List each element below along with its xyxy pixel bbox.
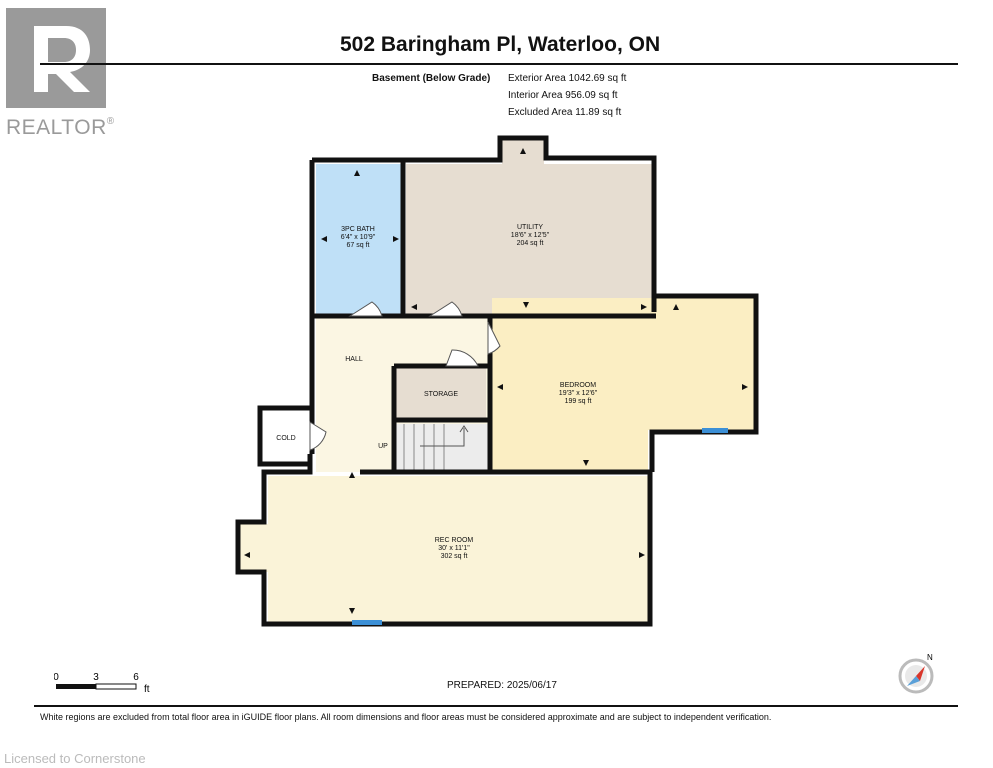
dimension-arrows — [244, 148, 748, 614]
realtor-logo: REALTOR® — [6, 8, 116, 139]
storage-name: STORAGE — [424, 391, 458, 398]
bedroom-area: 199 sq ft — [565, 398, 592, 405]
scale-tick-3: 3 — [93, 672, 99, 683]
stair-treads — [403, 424, 445, 470]
bedroom-dims: 19'3" x 12'6" — [559, 390, 598, 397]
bath-door — [348, 301, 383, 317]
page-title: 502 Baringham Pl, Waterloo, ON — [340, 33, 661, 56]
stairs-label: UP — [378, 443, 388, 450]
utility-dims: 18'6" x 12'5" — [511, 232, 550, 239]
cold-room-wall — [257, 405, 312, 467]
disclaimer-text: White regions are excluded from total fl… — [40, 712, 772, 722]
rec-fill — [268, 476, 650, 622]
license-watermark: Licensed to Cornerstone — [4, 751, 146, 766]
bath-name: 3PC BATH — [341, 226, 375, 233]
compass-icon: N — [898, 653, 934, 694]
storage-fill — [396, 368, 486, 418]
scale-tick-6: 6 — [133, 672, 139, 683]
footer-rule — [34, 705, 958, 707]
cold-door — [309, 421, 327, 451]
rec-window — [352, 620, 382, 625]
bedroom-lower-fill — [492, 428, 648, 470]
bath-area: 67 sq ft — [347, 242, 370, 249]
realtor-wordmark: REALTOR® — [6, 116, 115, 139]
cold-name: COLD — [276, 435, 295, 442]
prepared-date: PREPARED: 2025/06/17 — [447, 680, 557, 691]
east-bedroom-wall — [649, 293, 759, 472]
scale-tick-0: 0 — [54, 672, 59, 683]
scale-unit: ft — [144, 684, 150, 695]
rec-south-wall — [235, 454, 653, 627]
rec-area: 302 sq ft — [441, 553, 468, 560]
storage-door — [445, 349, 479, 367]
utility-name: UTILITY — [517, 224, 543, 231]
rec-alcove-fill — [240, 524, 270, 572]
bedroom-door — [487, 321, 501, 355]
stair-arrow-icon — [420, 428, 465, 447]
bedroom-window — [702, 428, 728, 433]
utility-fill — [406, 164, 652, 314]
scale-bar: 0 3 6 ft — [54, 672, 150, 695]
header-rule — [40, 63, 958, 65]
hall-name: HALL — [345, 356, 363, 363]
utility-door — [428, 301, 463, 317]
rec-dims: 30' x 11'1" — [438, 545, 470, 552]
cold-room-fill — [262, 410, 308, 462]
level-label: Basement (Below Grade) — [372, 73, 491, 84]
north-wall — [312, 135, 657, 312]
doors — [309, 301, 501, 451]
bath-dims: 6'4" x 10'9" — [341, 234, 376, 241]
stairs-fill — [394, 424, 488, 470]
interior-area: Interior Area 956.09 sq ft — [508, 90, 618, 101]
rec-name: REC ROOM — [435, 537, 474, 544]
compass-north: N — [927, 653, 933, 662]
realtor-r-icon — [6, 8, 106, 108]
walls — [235, 135, 759, 627]
utility-area: 204 sq ft — [517, 240, 544, 247]
exterior-area: Exterior Area 1042.69 sq ft — [508, 73, 627, 84]
bath-fill — [316, 164, 402, 314]
bedroom-name: BEDROOM — [560, 382, 596, 389]
bedroom-fill — [492, 298, 754, 430]
excluded-area: Excluded Area 11.89 sq ft — [508, 107, 622, 118]
